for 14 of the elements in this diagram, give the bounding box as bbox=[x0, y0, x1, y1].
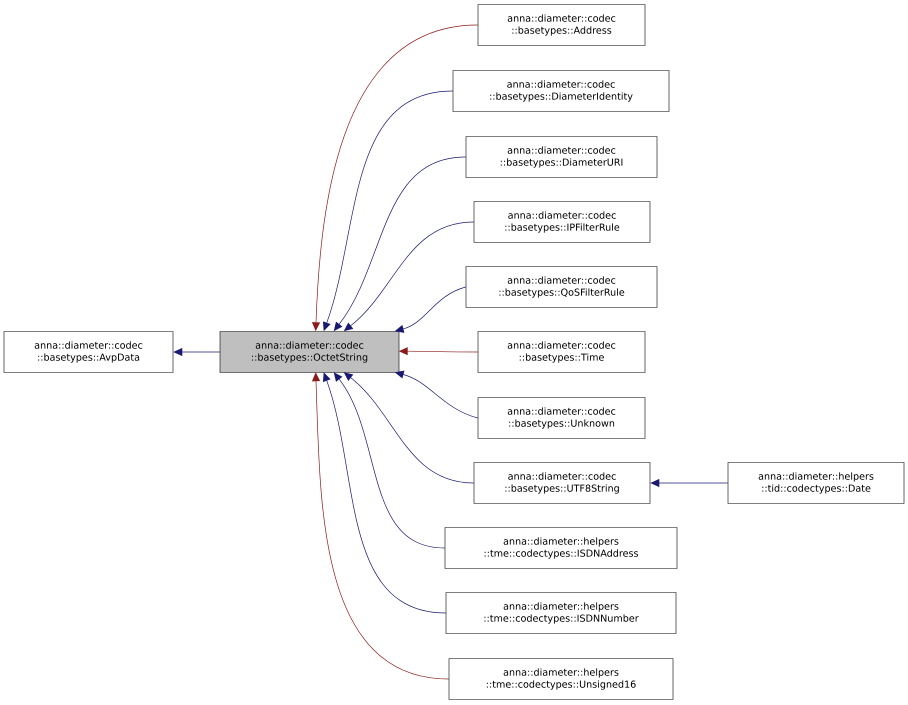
class-box: anna::diameter::codec ::basetypes::UTF8String bbox=[474, 462, 650, 504]
class-box: anna::diameter::helpers ::tid::codectypes::Date bbox=[728, 462, 904, 504]
class-box: anna::diameter::codec ::basetypes::DiameterURI bbox=[466, 136, 658, 178]
class-box: anna::diameter::helpers ::tme::codectypes::ISDNAddress bbox=[444, 527, 678, 569]
class-box: anna::diameter::codec ::basetypes::AvpData bbox=[4, 331, 174, 373]
class-box: anna::diameter::codec ::basetypes::DiameterIdentity bbox=[452, 70, 670, 112]
class-box: anna::diameter::helpers ::tme::codectypes::ISDNNumber bbox=[446, 592, 676, 634]
class-box: anna::diameter::codec ::basetypes::OctetString bbox=[220, 331, 400, 373]
class-box: anna::diameter::codec ::basetypes::Unknown bbox=[478, 397, 646, 439]
class-box: anna::diameter::codec ::basetypes::Address bbox=[478, 4, 646, 46]
class-box: anna::diameter::codec ::basetypes::Time bbox=[478, 331, 646, 373]
class-box: anna::diameter::codec ::basetypes::IPFilterRule bbox=[474, 201, 650, 243]
class-box: anna::diameter::codec ::basetypes::QoSFilterRule bbox=[466, 266, 658, 308]
class-box: anna::diameter::helpers ::tme::codectypes::Unsigned16 bbox=[448, 658, 674, 700]
